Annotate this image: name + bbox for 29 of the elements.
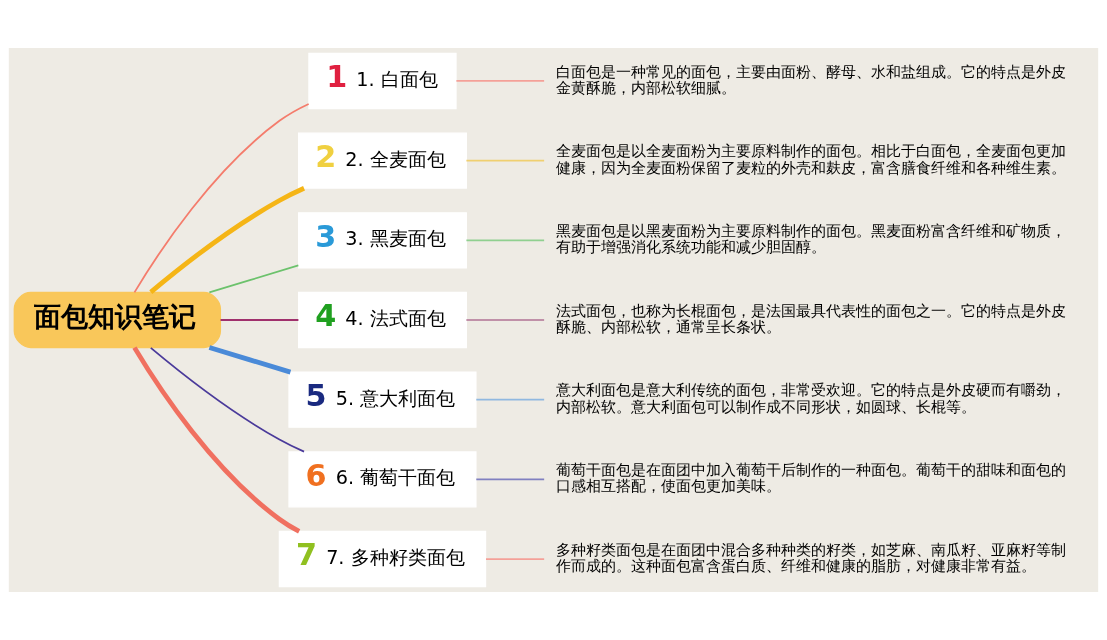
connector xyxy=(219,319,300,321)
node-text: 意大利面包是意大利传统的面包，非常受欢迎。它的特点是外皮硬而有嚼劲，内部松软。意大利面包可以制作成不同形状，如圆球、长棍等。 xyxy=(555,381,1066,416)
node-text: 黑麦面包是以黑麦面粉为主要原料制作的面包。黑麦面粉富含纤维和矿物质，有助于增强消化系统功能和减少胆固醇。 xyxy=(555,221,1066,257)
connector xyxy=(208,264,300,294)
connector xyxy=(465,319,546,321)
node-box: 4 4. 法式面包 xyxy=(298,291,467,349)
node-box: 面包知识笔记 xyxy=(13,291,222,349)
connector xyxy=(485,558,546,560)
node-text: 全麦面包是以全麦面粉为主要原料制作的面包。相比于白面包，全麦面包更加健康，因为全麦面粉保留了麦粒的外壳和麸皮，富含膳食纤维和各种维生素。 xyxy=(555,142,1066,177)
node-box: 6 6. 葡萄干面包 xyxy=(288,451,477,508)
node-text: 法式面包，也称为长棍面包，是法国最具代表性的面包之一。它的特点是外皮酥脆、内部松软，通常呈长条状。 xyxy=(555,301,1066,337)
node-box: 7 7. 多种籽类面包 xyxy=(278,530,487,588)
node-box: 1 1. 白面包 xyxy=(308,52,457,110)
connector xyxy=(149,347,305,453)
connector xyxy=(149,186,306,294)
connector xyxy=(475,478,546,481)
connector xyxy=(465,159,546,162)
node-box: 3 3. 黑麦面包 xyxy=(298,212,467,269)
node-text: 葡萄干面包是在面团中加入葡萄干后制作的一种面包。葡萄干的甜味和面包的口感相互搭配，使面包更加美味。 xyxy=(555,460,1066,496)
connector xyxy=(132,346,301,534)
node-text: 多种籽类面包是在面团中混合多种种类的籽类，如芝麻、南瓜籽、亚麻籽等制作而成的。这种面包富含蛋白质、纤维和健康的脂肪，对健康非常有益。 xyxy=(555,540,1066,576)
connector xyxy=(465,239,546,242)
node-box: 5 5. 意大利面包 xyxy=(288,371,477,428)
connector xyxy=(475,398,546,401)
node-text: 白面包是一种常见的面包，主要由面粉、酵母、水和盐组成。它的特点是外皮金黄酥脆，内部松软细腻。 xyxy=(555,62,1066,98)
node-box: 2 2. 全麦面包 xyxy=(298,132,467,189)
connector xyxy=(133,103,310,294)
connector xyxy=(455,80,545,82)
connector xyxy=(208,345,292,375)
